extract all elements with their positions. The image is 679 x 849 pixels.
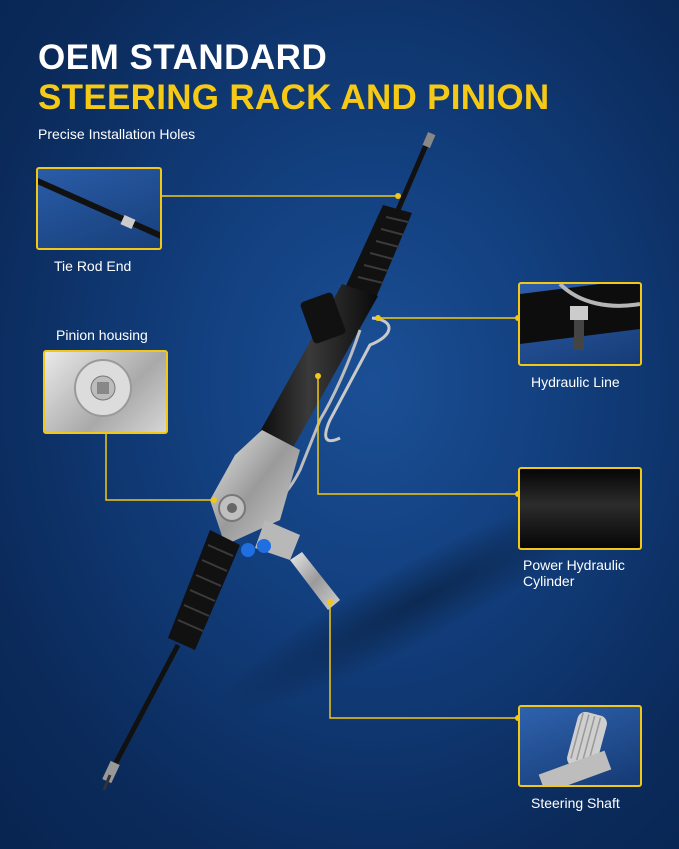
- callout-dots: [211, 193, 521, 721]
- valve-housing: [255, 520, 300, 560]
- lower-boot-ribs: [177, 544, 234, 632]
- tie-rod-end-detail-image: [38, 177, 160, 239]
- pinion-cap: [218, 494, 246, 522]
- label-tie-rod-end: Tie Rod End: [54, 258, 132, 274]
- pinion-cap-center: [227, 503, 237, 513]
- label-pinion-housing: Pinion housing: [56, 327, 148, 343]
- hydraulic-line-thumbnail: [518, 282, 642, 366]
- upper-tie-rod: [395, 135, 433, 211]
- lower-tie-rod: [109, 643, 181, 772]
- lower-boot: [168, 530, 240, 650]
- steering-shaft-body: [290, 552, 340, 610]
- pinion-housing-thumbnail: [43, 350, 168, 434]
- subtitle-installation-holes: Precise Installation Holes: [38, 126, 196, 142]
- pinion-housing-body: [210, 430, 300, 545]
- title-oem-standard: OEM STANDARD: [38, 38, 328, 77]
- blue-port-cap-2: [257, 539, 271, 553]
- label-power-hydraulic-cylinder: Power Hydraulic Cylinder: [523, 557, 625, 589]
- lower-tie-rod-nut: [102, 760, 120, 784]
- upper-tie-rod-tip: [422, 131, 436, 149]
- power-hydraulic-cylinder-thumbnail: [518, 467, 642, 550]
- hydraulic-pipe-1: [324, 316, 391, 443]
- label-power-hydraulic-line1: Power Hydraulic: [523, 557, 625, 573]
- label-steering-shaft: Steering Shaft: [531, 795, 620, 811]
- upper-boot-ribs: [357, 216, 409, 284]
- upper-boot: [345, 205, 412, 300]
- main-cylinder-tube: [252, 284, 378, 460]
- tie-rod-end-thumbnail: [36, 167, 162, 250]
- lower-tie-rod-tip: [102, 774, 112, 791]
- title-steering-rack: STEERING RACK AND PINION: [38, 78, 550, 117]
- hydraulic-line-detail-image: [520, 284, 640, 350]
- pinion-housing-detail-image: [74, 359, 132, 417]
- hydraulic-pipe-2: [269, 329, 362, 507]
- label-hydraulic-line: Hydraulic Line: [531, 374, 620, 390]
- steering-shaft-detail-image: [538, 711, 612, 785]
- label-power-hydraulic-line2: Cylinder: [523, 573, 575, 589]
- callout-leader-lines: [105, 195, 518, 719]
- valve-block: [300, 292, 346, 344]
- steering-shaft-thumbnail: [518, 705, 642, 787]
- blue-port-cap-1: [241, 543, 255, 557]
